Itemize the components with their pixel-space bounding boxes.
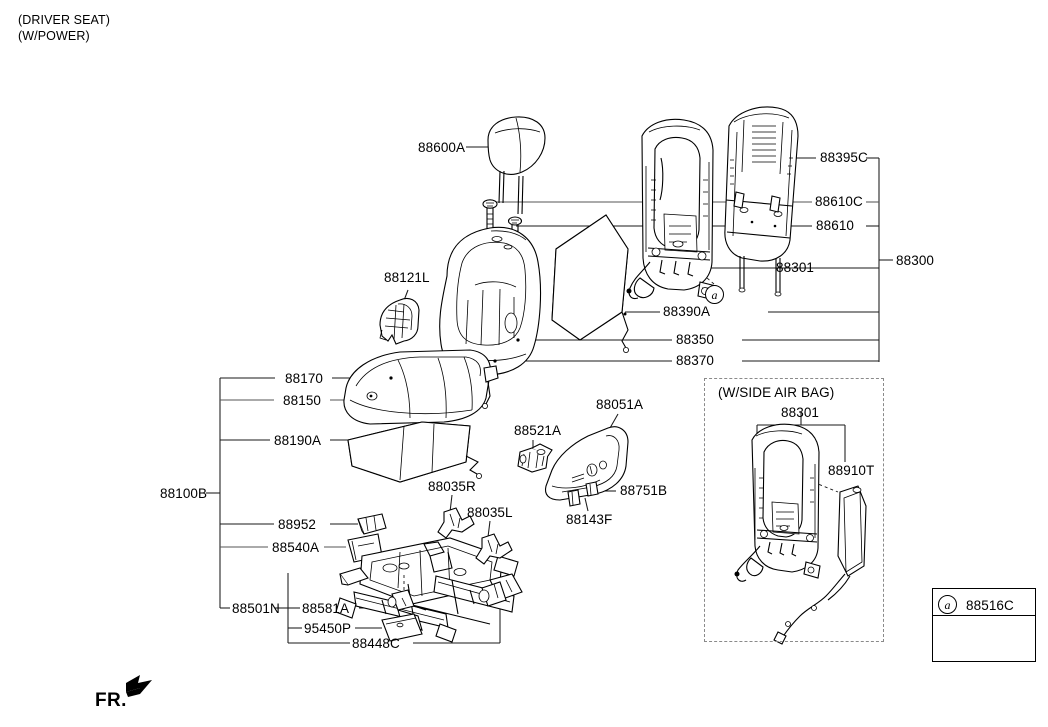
side-shield-drawing — [379, 297, 420, 345]
label-cushion-assembly: 88100B — [160, 486, 208, 501]
label-back-pad: 88350 — [676, 332, 715, 347]
fr-arrow-glyph — [126, 675, 152, 697]
inset-airbag-module-drawing — [773, 485, 867, 645]
power-switch-drawing — [517, 443, 553, 473]
label-back-cover: 88370 — [676, 353, 715, 368]
label-track-motor-rear: 88448C — [352, 636, 400, 651]
label-cushion-heater: 88190A — [274, 433, 322, 448]
label-occupant-sensor: 88952 — [278, 517, 317, 532]
label-back-frame: 88301 — [776, 260, 815, 275]
label-cushion-shield: 88540A — [272, 540, 320, 555]
label-track-motor-front: 88581A — [302, 601, 350, 616]
inset-label-airbag: 88910T — [828, 463, 875, 478]
seat-cushion-drawing — [343, 349, 499, 425]
orientation-label: FR. — [95, 690, 127, 711]
label-armrest: 88051A — [596, 397, 644, 412]
diagram-title-line-1: (DRIVER SEAT) — [18, 13, 111, 27]
label-knob-left: 88035L — [467, 505, 513, 520]
label-back-bolt-upper: 88610C — [815, 194, 863, 209]
seat-cushion-heater-drawing — [347, 421, 482, 483]
armrest-bolt-drawing — [567, 489, 581, 507]
label-back-bolt-lower: 88610 — [816, 218, 855, 233]
label-headrest: 88600A — [418, 140, 466, 155]
occupant-sensor-drawing — [357, 513, 387, 535]
label-armrest-bolt: 88143F — [566, 512, 613, 527]
label-armrest-cap: 88751B — [620, 483, 668, 498]
diagram-title-line-2: (W/POWER) — [18, 29, 90, 43]
label-cushion-pad: 88150 — [283, 393, 322, 408]
label-side-shield: 88121L — [384, 270, 430, 285]
label-cushion-cover: 88170 — [285, 371, 324, 386]
inset-title: (W/SIDE AIR BAG) — [718, 385, 835, 400]
headrest-drawing — [487, 116, 546, 215]
control-module-drawing — [381, 613, 423, 642]
inset-label-frame: 88301 — [781, 405, 820, 420]
label-power-switch: 88521A — [514, 423, 562, 438]
label-knob-right: 88035R — [428, 479, 476, 494]
knob-left-drawing — [475, 533, 513, 565]
seatback-board-drawing — [724, 106, 799, 297]
legend-marker-a: a — [938, 595, 957, 614]
armrest-cap-drawing — [585, 481, 599, 497]
knob-right-drawing — [437, 507, 475, 539]
bolt-upper-88610C — [482, 199, 498, 231]
bracket-88100B — [206, 378, 221, 608]
inset-side-airbag-panel — [704, 378, 884, 642]
label-track-assembly: 88501N — [232, 601, 280, 616]
legend-part-number: 88516C — [966, 598, 1014, 613]
inset-frame-drawing — [734, 423, 821, 582]
seatback-cushion-drawing — [439, 226, 542, 376]
callout-marker-a: a — [705, 285, 724, 304]
label-back-heater: 88390A — [663, 304, 711, 319]
seatback-heater-drawing — [551, 214, 630, 353]
label-control-module: 95450P — [304, 621, 352, 636]
label-back-board: 88395C — [820, 150, 868, 165]
label-back-assembly: 88300 — [896, 253, 935, 268]
seatback-frame-drawing — [626, 118, 717, 301]
bracket-88300 — [878, 158, 893, 362]
track-motor-rear-drawing — [478, 573, 523, 607]
legend-header — [933, 589, 1035, 616]
